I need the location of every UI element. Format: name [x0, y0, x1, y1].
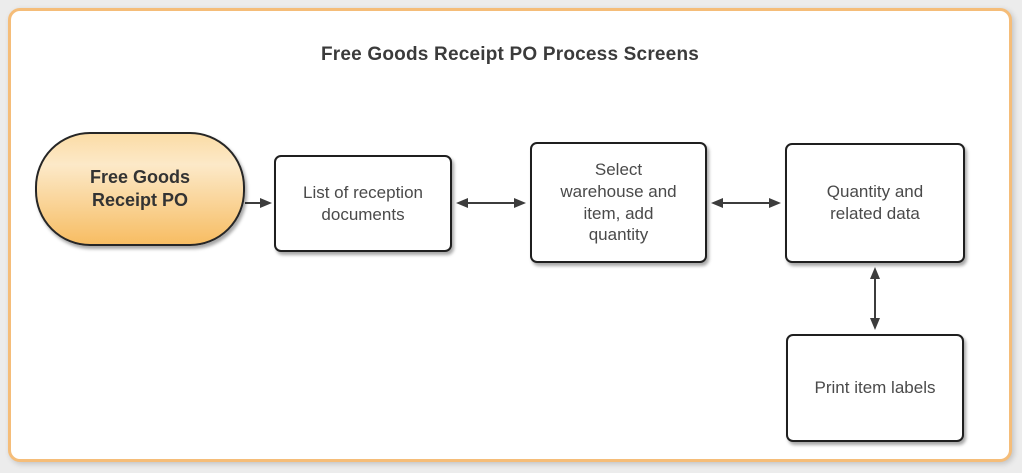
node-free-goods-receipt-po: Free Goods Receipt PO: [35, 132, 245, 246]
node-print-item-labels: Print item labels: [786, 334, 964, 442]
node-quantity-and-related-data-label: Quantity and related data: [826, 182, 924, 223]
node-free-goods-receipt-po-label: Free Goods Receipt PO: [89, 166, 191, 210]
node-print-item-labels-label: Print item labels: [814, 378, 936, 398]
node-list-of-reception-documents: List of reception documents: [274, 155, 452, 252]
node-select-warehouse-item-quantity: Select warehouse and item, add quantity: [530, 142, 707, 263]
diagram-title: Free Goods Receipt PO Process Screens: [320, 44, 700, 65]
node-list-of-reception-documents-label: List of reception documents: [302, 182, 423, 224]
node-select-warehouse-item-quantity-label: Select warehouse and item, add quantity: [560, 160, 677, 245]
node-quantity-and-related-data: Quantity and related data: [785, 143, 965, 263]
